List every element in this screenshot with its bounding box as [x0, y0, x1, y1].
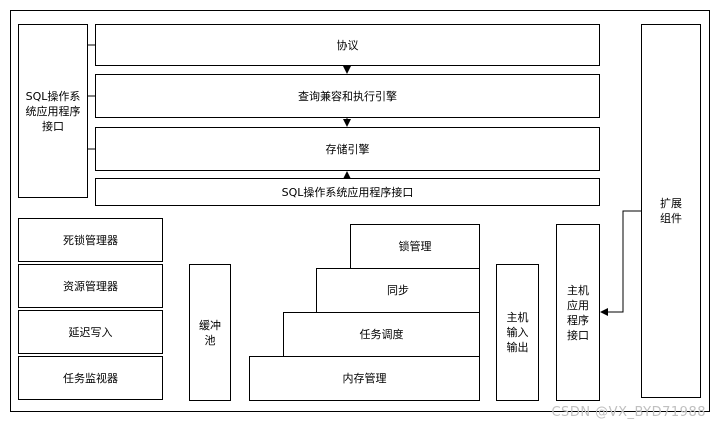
storage-engine-box: 存储引擎	[95, 127, 600, 171]
lazy-writer-label: 延迟写入	[68, 325, 113, 339]
storage-engine-label: 存储引擎	[325, 142, 370, 156]
query-engine-label: 查询兼容和执行引擎	[298, 89, 397, 103]
task-monitor-label: 任务监视器	[63, 371, 118, 385]
protocol-label: 协议	[336, 38, 359, 52]
task-scheduling-label: 任务调度	[359, 328, 404, 341]
lock-management-label: 锁管理	[398, 240, 432, 253]
deadlock-manager-label: 死锁管理器	[63, 233, 118, 247]
memory-management-box: 内存管理	[249, 356, 480, 401]
memory-management-label: 内存管理	[342, 372, 387, 385]
sync-box: 同步	[316, 268, 480, 313]
task-monitor-box: 任务监视器	[18, 356, 163, 400]
host-io-box: 主机输入输出	[496, 264, 539, 401]
host-api-box: 主机应用程序接口	[556, 224, 600, 401]
sql-os-api-left-box: SQL操作系统应用程序接口	[18, 24, 88, 198]
lazy-writer-box: 延迟写入	[18, 310, 163, 354]
extension-components-box: 扩展组件	[641, 24, 701, 398]
lock-management-box: 锁管理	[350, 224, 480, 269]
host-io-label: 主机输入输出	[506, 311, 529, 354]
sql-os-api-left-label: SQL操作系统应用程序接口	[25, 89, 81, 133]
extension-components-label: 扩展组件	[660, 197, 682, 225]
sync-label: 同步	[387, 284, 409, 297]
sql-os-api-bottom-box: SQL操作系统应用程序接口	[95, 178, 600, 206]
sql-os-api-bottom-label: SQL操作系统应用程序接口	[281, 185, 414, 199]
watermark: CSDN @VX_BYD71988	[551, 405, 706, 420]
query-engine-box: 查询兼容和执行引擎	[95, 74, 600, 118]
buffer-pool-label: 缓冲池	[199, 318, 221, 347]
resource-manager-label: 资源管理器	[63, 279, 118, 293]
task-scheduling-box: 任务调度	[283, 312, 480, 357]
buffer-pool-box: 缓冲池	[189, 264, 231, 401]
protocol-box: 协议	[95, 24, 600, 66]
host-api-label: 主机应用程序接口	[567, 283, 589, 342]
outer-frame	[10, 10, 710, 412]
deadlock-manager-box: 死锁管理器	[18, 218, 163, 262]
resource-manager-box: 资源管理器	[18, 264, 163, 308]
